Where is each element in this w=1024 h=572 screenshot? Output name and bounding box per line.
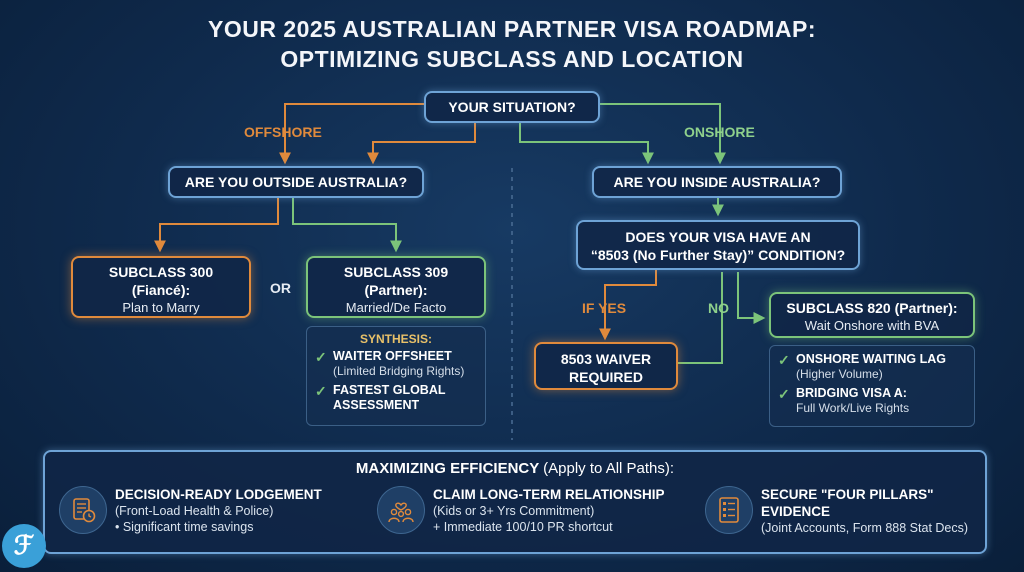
subclass-300-box: SUBCLASS 300 (Fiancé): Plan to Marry	[71, 256, 251, 318]
efficiency-column-sub: + Immediate 100/10 PR shortcut	[433, 520, 613, 534]
situation-question: YOUR SITUATION?	[448, 99, 576, 115]
efficiency-column: CLAIM LONG-TERM RELATIONSHIP (Kids or 3+…	[377, 486, 687, 535]
to-309-connector	[292, 197, 402, 253]
inside-australia-question: ARE YOU INSIDE AUSTRALIA?	[613, 174, 821, 190]
efficiency-column-sub: (Kids or 3+ Yrs Commitment)	[433, 504, 595, 518]
offshore-label: OFFSHORE	[244, 124, 322, 140]
subclass-309-desc: Married/De Facto	[345, 300, 447, 315]
evidence-document-icon	[705, 486, 753, 534]
efficiency-title-bold: MAXIMIZING EFFICIENCY	[355, 460, 539, 477]
synthesis-item-sub: (Limited Bridging Rights)	[333, 364, 465, 378]
efficiency-column-sub: (Joint Accounts, Form 888 Stat Decs)	[761, 521, 969, 535]
waiver-box: 8503 WAIVER REQUIRED	[534, 342, 678, 390]
onshore-item: ✓ BRIDGING VISA A: Full Work/Live Rights	[778, 386, 966, 416]
synthesis-panel: SYNTHESIS: ✓ WAITER OFFSHEET (Limited Br…	[306, 326, 486, 426]
efficiency-column: SECURE "FOUR PILLARS" EVIDENCE (Joint Ac…	[705, 486, 981, 536]
synthesis-title: SYNTHESIS:	[359, 332, 432, 346]
efficiency-column-title-2: EVIDENCE	[761, 504, 831, 519]
inside-australia-box: ARE YOU INSIDE AUSTRALIA?	[592, 166, 842, 198]
check-icon: ✓	[315, 349, 327, 365]
synthesis-item-main: WAITER OFFSHEET	[333, 349, 452, 363]
to-820-connector	[737, 272, 766, 324]
subclass-300-title: SUBCLASS 300	[108, 264, 214, 280]
check-icon: ✓	[778, 386, 790, 402]
to-300-connector	[154, 197, 279, 253]
check-icon: ✓	[315, 383, 327, 399]
onshore-item-sub: Full Work/Live Rights	[796, 401, 910, 415]
subclass-820-desc: Wait Onshore with BVA	[804, 318, 940, 333]
or-label: OR	[270, 280, 291, 296]
onshore-panel: ✓ ONSHORE WAITING LAG (Higher Volume) ✓ …	[769, 345, 975, 427]
checklist-clock-icon	[59, 486, 107, 534]
offshore-connector	[279, 103, 424, 165]
efficiency-title-light: (Apply to All Paths):	[543, 460, 675, 477]
onshore-item-main: BRIDGING VISA A:	[796, 386, 907, 400]
subclass-820-box: SUBCLASS 820 (Partner): Wait Onshore wit…	[769, 292, 975, 338]
subclass-820-title: SUBCLASS 820 (Partner):	[786, 300, 958, 316]
synthesis-item: ✓ WAITER OFFSHEET (Limited Bridging Righ…	[315, 349, 477, 379]
title-line-2: OPTIMIZING SUBCLASS AND LOCATION	[280, 46, 744, 72]
subclass-309-box: SUBCLASS 309 (Partner): Married/De Facto	[306, 256, 486, 318]
synthesis-item-main: FASTEST GLOBAL ASSESSMENT	[333, 383, 446, 412]
family-heart-icon	[377, 486, 425, 534]
efficiency-column-title: CLAIM LONG-TERM RELATIONSHIP	[433, 487, 665, 502]
onshore-item-main: ONSHORE WAITING LAG	[796, 352, 946, 366]
brand-logo-icon: ℱ	[2, 524, 46, 568]
offshore-connector-2	[367, 123, 476, 165]
onshore-item: ✓ ONSHORE WAITING LAG (Higher Volume)	[778, 352, 966, 382]
if-yes-connector	[599, 270, 657, 341]
efficiency-panel: MAXIMIZING EFFICIENCY (Apply to All Path…	[43, 450, 987, 554]
subclass-300-subtitle: (Fiancé):	[131, 282, 191, 298]
subclass-300-desc: Plan to Marry	[122, 300, 200, 315]
waiver-line-2: REQUIRED	[569, 369, 643, 385]
no-label: NO	[708, 300, 729, 316]
efficiency-title: MAXIMIZING EFFICIENCY (Apply to All Path…	[45, 460, 985, 477]
efficiency-column: DECISION-READY LODGEMENT (Front-Load Hea…	[59, 486, 359, 535]
onshore-item-sub: (Higher Volume)	[796, 367, 883, 381]
onshore-connector-2	[600, 103, 726, 165]
condition-question-line-1: DOES YOUR VISA HAVE AN	[625, 229, 811, 245]
condition-question-box: DOES YOUR VISA HAVE AN “8503 (No Further…	[576, 220, 860, 270]
efficiency-column-title: SECURE "FOUR PILLARS"	[761, 487, 934, 502]
efficiency-column-sub: (Front-Load Health & Police)	[115, 504, 274, 518]
subclass-309-subtitle: (Partner):	[364, 282, 428, 298]
efficiency-column-sub: • Significant time savings	[115, 520, 254, 534]
efficiency-column-title: DECISION-READY LODGEMENT	[115, 487, 322, 502]
situation-question-box: YOUR SITUATION?	[424, 91, 600, 123]
outside-australia-question: ARE YOU OUTSIDE AUSTRALIA?	[184, 174, 408, 190]
check-icon: ✓	[778, 352, 790, 368]
page-title: YOUR 2025 AUSTRALIAN PARTNER VISA ROADMA…	[0, 14, 1024, 74]
subclass-309-title: SUBCLASS 309	[343, 264, 449, 280]
waiver-line-1: 8503 WAIVER	[560, 351, 652, 367]
onshore-connector	[519, 123, 654, 165]
no-connector	[678, 272, 723, 364]
title-line-1: YOUR 2025 AUSTRALIAN PARTNER VISA ROADMA…	[208, 16, 816, 42]
synthesis-item: ✓ FASTEST GLOBAL ASSESSMENT	[315, 383, 477, 413]
if-yes-label: IF YES	[582, 300, 627, 316]
outside-australia-box: ARE YOU OUTSIDE AUSTRALIA?	[168, 166, 424, 198]
condition-question-line-2: “8503 (No Further Stay)” CONDITION?	[590, 247, 846, 263]
onshore-label: ONSHORE	[684, 124, 755, 140]
